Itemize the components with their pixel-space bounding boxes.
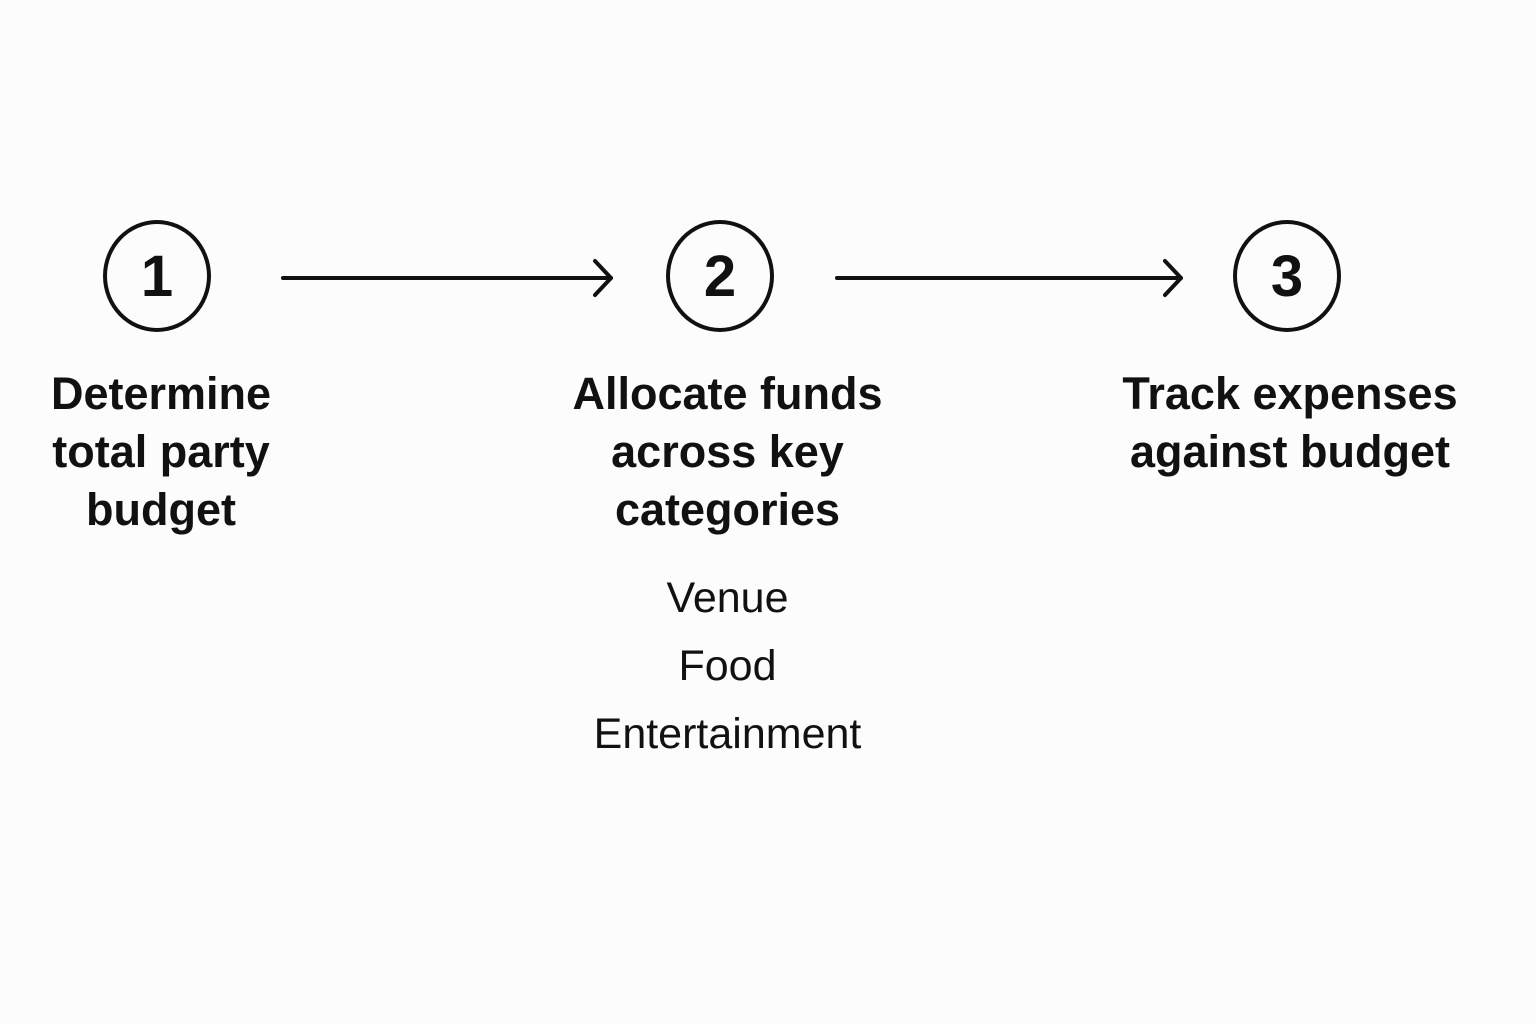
category-item-food: Food (678, 642, 777, 690)
right-arrow-icon (281, 259, 613, 297)
category-item-entertainment: Entertainment (593, 710, 862, 758)
step-3-number: 3 (1270, 244, 1304, 309)
right-arrow-icon (835, 259, 1183, 297)
step-1-label: Determine total party budget (36, 365, 286, 539)
step-1-label-line: budget (86, 484, 236, 535)
step-2-label-line: categories (614, 484, 841, 535)
step-1-label-line: total party (52, 426, 270, 477)
step-2-label-line: Allocate funds (572, 368, 883, 419)
step-2-circle: 2 (666, 220, 774, 332)
step-3-circle: 3 (1233, 220, 1341, 332)
step-2-number: 2 (703, 244, 737, 309)
step-3-label-line: against budget (1129, 426, 1450, 477)
step-2-label: Allocate funds across key categories (560, 365, 895, 539)
step-1-number: 1 (140, 244, 174, 309)
category-list: Venue Food Entertainment (575, 564, 880, 768)
step-3-label: Track expenses against budget (1110, 365, 1470, 481)
step-2-label-line: across key (611, 426, 844, 477)
step-1-label-line: Determine (50, 368, 272, 419)
step-1-circle: 1 (103, 220, 211, 332)
step-3-label-line: Track expenses (1122, 368, 1458, 419)
category-item-venue: Venue (666, 574, 789, 622)
